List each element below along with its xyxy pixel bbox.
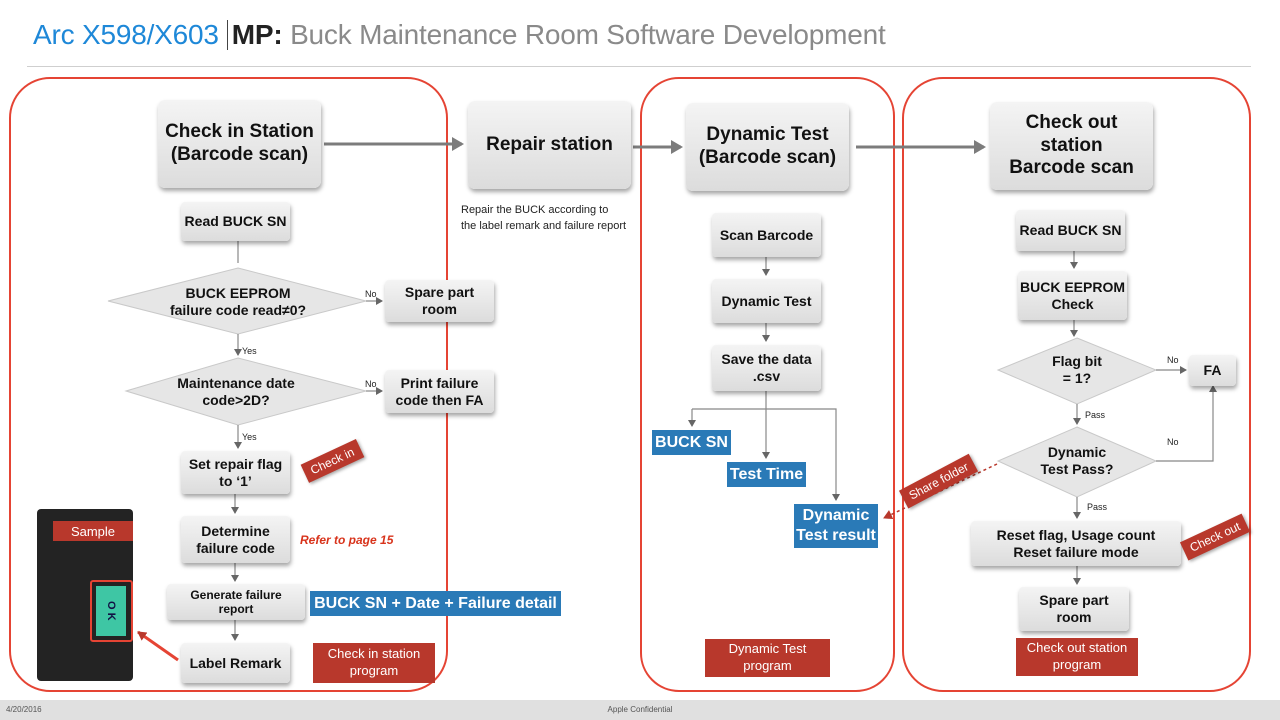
flag-decision-text: Flag bit = 1? [1052,353,1102,386]
checkin-station-box: Check in Station (Barcode scan) [158,100,321,188]
scan-barcode-label: Scan Barcode [719,226,814,243]
fa-box: FA [1189,355,1236,386]
title-project: Arc X598/X603 [33,19,219,50]
title-separator [226,20,228,50]
checkout-spare-room-label: Spare part room [1039,592,1109,625]
date-yes-label: Yes [242,432,257,442]
checkout-program-tag: Check out station program [1016,638,1138,676]
checkout-read-sn-box: Read BUCK SN [1016,210,1125,251]
dynamic-station-box: Dynamic Test (Barcode scan) [686,103,849,191]
eeprom-yes-label: Yes [242,346,257,356]
set-flag-box: Set repair flag to ‘1’ [181,451,290,494]
generate-report-box: Generate failure report [167,584,305,620]
flag-pass-label: Pass [1085,410,1106,420]
dynamic-test-label: Dynamic Test [721,292,812,309]
sample-sticker-highlight [90,580,133,642]
header-rule [27,66,1251,67]
reset-flag-label: Reset flag, Usage count Reset failure mo… [996,526,1156,560]
print-failure-box: Print failure code then FA [385,370,494,413]
checkin-spare-room-box: Spare part room [385,280,494,322]
eeprom-check-label: BUCK EEPROM Check [1019,278,1125,312]
checkin-program-tag: Check in station program [313,643,435,683]
repair-note: Repair the BUCK according to the label r… [461,204,627,232]
label-remark-box: Label Remark [181,643,290,683]
sample-label: Sample [53,521,133,541]
checkin-program-label: Check in station program [327,646,421,678]
checkout-read-sn-label: Read BUCK SN [1019,222,1122,239]
save-data-box: Save the data .csv [712,345,821,391]
buck-sn-tag: BUCK SN [652,430,731,455]
checkout-station-box: Check out station Barcode scan [990,102,1153,190]
determine-box: Determine failure code [181,516,290,563]
sample-ok-sticker: O K [96,586,126,636]
determine-label: Determine failure code [196,522,275,556]
dynamic-pass-label: Pass [1087,502,1108,512]
fa-label: FA [1203,362,1222,379]
dynamic-program-label: Dynamic Test program [728,641,807,673]
checkout-program-label: Check out station program [1026,640,1128,672]
print-failure-label: Print failure code then FA [395,374,484,408]
checkin-spare-room-label: Spare part room [404,284,475,317]
slide-footer: 4/20/2016 Apple Confidential [0,700,1280,720]
refer-page-note: Refer to page 15 [300,533,394,547]
checkout-station-label: Check out station Barcode scan [1009,111,1134,179]
generate-report-label: Generate failure report [190,587,282,616]
eeprom-decision-text: BUCK EEPROM failure code read≠0? [169,285,307,318]
dynamic-test-box: Dynamic Test [712,279,821,323]
set-flag-label: Set repair flag to ‘1’ [188,455,283,489]
repair-station-label: Repair station [486,133,613,155]
date-decision-text: Maintenance date code>2D? [177,375,295,408]
checkin-read-sn-label: Read BUCK SN [184,213,287,230]
dynamic-pass-decision-text: Dynamic Test Pass? [1040,444,1114,477]
footer-confidential: Apple Confidential [607,705,673,714]
title-topic: Buck Maintenance Room Software Developme… [290,19,886,50]
slide-title: Arc X598/X603 MP: Buck Maintenance Room S… [33,19,886,51]
repair-station-box: Repair station [468,101,631,189]
eeprom-check-box: BUCK EEPROM Check [1018,271,1127,320]
scan-barcode-box: Scan Barcode [712,213,821,257]
reset-flag-box: Reset flag, Usage count Reset failure mo… [971,521,1181,566]
date-no-label: No [365,379,377,389]
report-content-tag: BUCK SN + Date + Failure detail [310,591,561,616]
dynamic-no-label: No [1167,437,1179,447]
checkout-region-outline [902,77,1251,692]
test-time-tag: Test Time [727,462,806,487]
save-data-label: Save the data .csv [721,351,812,384]
dynamic-station-label: Dynamic Test (Barcode scan) [698,124,837,168]
dynamic-region-outline [640,77,895,692]
checkout-spare-room-box: Spare part room [1019,587,1129,631]
dynamic-program-tag: Dynamic Test program [705,639,830,677]
test-result-label: Dynamic Test result [796,507,876,544]
footer-date: 4/20/2016 [6,705,42,714]
flag-no-label: No [1167,355,1179,365]
label-remark-label: Label Remark [189,654,282,671]
test-result-tag: Dynamic Test result [794,504,878,548]
checkin-station-label: Check in Station (Barcode scan) [165,121,314,165]
checkin-read-sn-box: Read BUCK SN [181,202,290,241]
eeprom-no-label: No [365,289,377,299]
title-phase: MP: [231,19,283,50]
